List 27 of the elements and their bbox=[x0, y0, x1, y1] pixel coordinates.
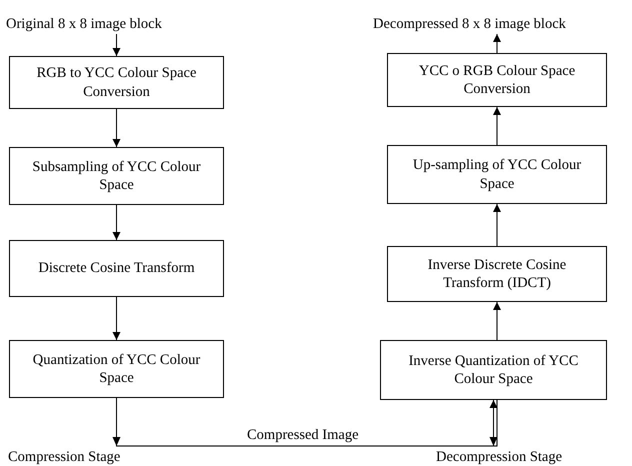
arrow bbox=[112, 108, 120, 148]
arrow bbox=[493, 204, 501, 246]
stage-label: Decompression Stage bbox=[434, 448, 564, 466]
arrow bbox=[493, 34, 501, 54]
process-box bbox=[387, 246, 607, 302]
process-box bbox=[9, 340, 224, 398]
process-box bbox=[387, 53, 607, 107]
edge-label: Compressed Image bbox=[245, 426, 361, 444]
arrow bbox=[112, 34, 120, 56]
process-box bbox=[9, 240, 224, 297]
stage-label: Compression Stage bbox=[6, 448, 122, 466]
process-text: Discrete Cosine Transform bbox=[38, 259, 195, 278]
arrow bbox=[493, 106, 501, 146]
process-box bbox=[387, 145, 607, 204]
process-text: Subsampling of YCC Colour Space bbox=[32, 158, 201, 194]
process-box bbox=[9, 56, 224, 109]
arrow bbox=[112, 398, 498, 446]
process-text: Up-sampling of YCC Colour Space bbox=[412, 156, 582, 193]
process-box bbox=[9, 147, 224, 205]
arrow bbox=[112, 204, 120, 240]
arrow bbox=[112, 296, 120, 340]
process-text: Inverse Discrete Cosine Transform (IDCT) bbox=[426, 256, 568, 292]
process-text: RGB to YCC Colour Space Conversion bbox=[36, 64, 198, 101]
process-text: Inverse Quantization of YCC Colour Space bbox=[408, 352, 580, 388]
process-box bbox=[380, 340, 607, 400]
process-text: YCC o RGB Colour Space Conversion bbox=[418, 62, 576, 98]
process-text: Quantization of YCC Colour Space bbox=[32, 350, 201, 388]
